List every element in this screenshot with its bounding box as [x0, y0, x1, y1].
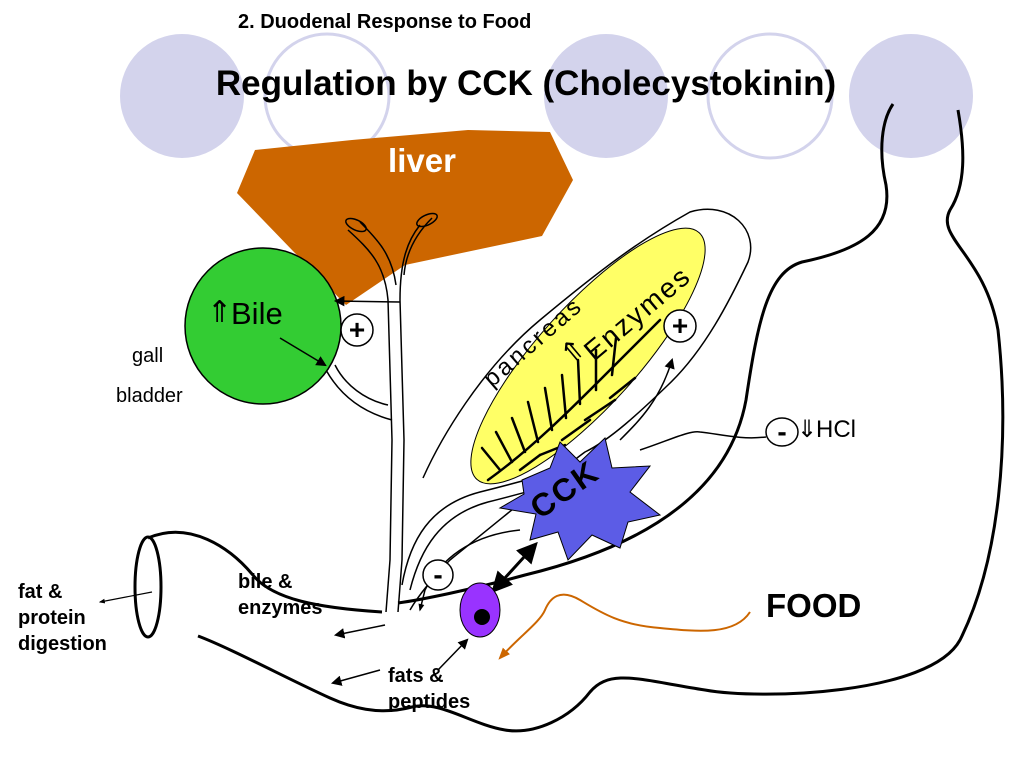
duct-minus-sign: -: [433, 559, 442, 590]
bile-plus-badge: [340, 313, 374, 347]
bile-enzymes-arrow-upper: [333, 624, 386, 639]
hcl-minus-badge: [765, 417, 799, 447]
food-flow-arrow: [498, 593, 751, 660]
cell-nucleus: [474, 609, 490, 625]
bile-plus-sign: +: [349, 314, 365, 345]
header-circle: [544, 34, 668, 158]
liver-label: liver: [388, 142, 456, 179]
food-label: FOOD: [766, 587, 861, 624]
duodenum-opening: [133, 535, 163, 639]
header-circle: [706, 32, 834, 160]
slide-subtitle: 2. Duodenal Response to Food: [238, 11, 531, 33]
bile-enzymes-label-1: bile &: [238, 571, 292, 593]
cck-to-hcl-line: [639, 431, 767, 451]
fats-peptides-label-1: fats &: [388, 665, 444, 687]
liver-shape[interactable]: [237, 130, 573, 305]
hcl-label: HCl: [816, 416, 856, 443]
hcl-down-arrow: ⇓: [797, 416, 817, 443]
gall-label: gall: [132, 345, 163, 367]
bile-up-arrow: ⇑: [207, 296, 232, 329]
cck-to-pancreas-arrow: [619, 357, 675, 441]
pancreas-texture: [480, 318, 662, 482]
enzymes-plus-badge: [663, 309, 697, 343]
header-circle: [849, 34, 973, 158]
cell-to-cck-arrow: [491, 541, 538, 594]
bile-label: Bile: [231, 296, 283, 331]
fats-to-cell-arrow: [437, 638, 469, 671]
cck-star[interactable]: [498, 437, 662, 561]
digestion-label-3: digestion: [18, 633, 107, 655]
bile-ducts: [325, 212, 551, 613]
fats-peptides-label-2: peptides: [388, 691, 470, 713]
hcl-minus-sign: -: [777, 416, 786, 447]
header-circles: [120, 32, 973, 160]
digestion-label-1: fat &: [18, 581, 62, 603]
digestion-label-2: protein: [18, 607, 86, 629]
bile-enzymes-arrow-lower: [330, 669, 381, 686]
duct-minus-badge: [422, 559, 454, 591]
bile-to-gallbladder-arrow: [333, 295, 401, 307]
gallbladder-contraction-arrow: [279, 337, 327, 367]
duodenum-top-wall: [147, 530, 383, 614]
header-circle: [120, 34, 244, 158]
pancreas-shape[interactable]: [440, 199, 736, 513]
digestion-outflow-arrow: [98, 591, 153, 604]
slide-title: Regulation by CCK (Cholecystokinin): [216, 64, 836, 103]
stomach-inner-wall: [197, 109, 1005, 733]
bile-enzymes-label-2: enzymes: [238, 597, 323, 619]
bladder-label: bladder: [116, 385, 183, 407]
pancreas-envelope: [409, 208, 752, 611]
enzymes-plus-sign: +: [672, 310, 688, 341]
